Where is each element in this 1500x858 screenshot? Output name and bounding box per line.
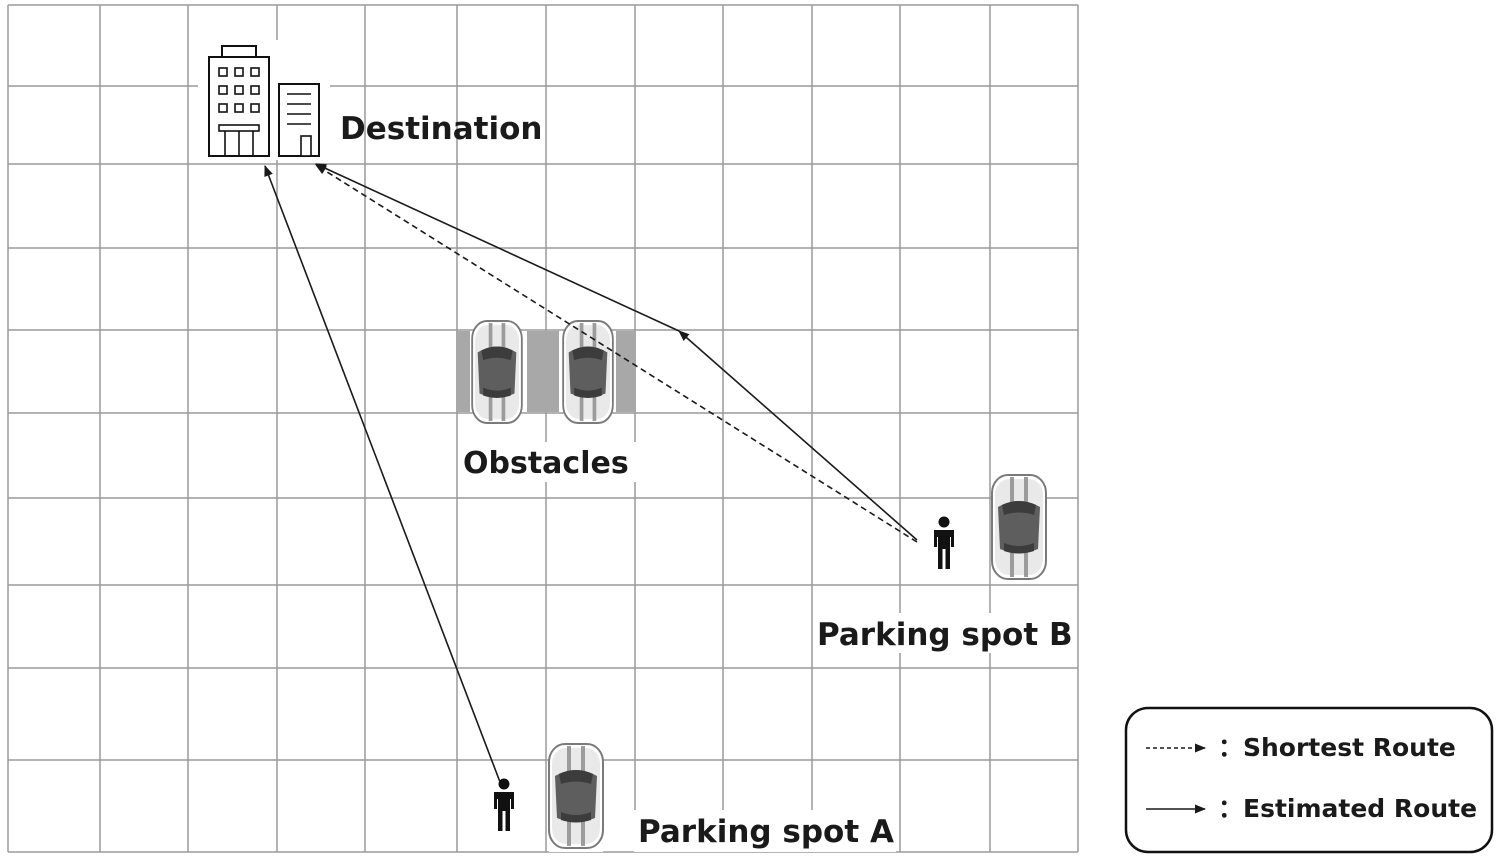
parking-spot-b-label: Parking spot B [817, 617, 1073, 653]
parking-spot-b [934, 474, 1047, 580]
obstacles [456, 320, 636, 424]
car-icon [562, 320, 614, 424]
parking-spot-a-label: Parking spot A [638, 814, 894, 850]
parking-spot-a [494, 742, 604, 852]
car-icon [471, 320, 523, 424]
routes [264, 163, 918, 783]
building-icon [198, 40, 330, 160]
destination-label: Destination [340, 111, 542, 147]
estimated-route-b-leg1 [678, 330, 918, 541]
obstacles-label: Obstacles [463, 446, 629, 481]
legend: ：Shortest Route ：Estimated Route [1124, 706, 1494, 854]
car-icon [548, 743, 604, 849]
grid [7, 4, 1079, 853]
person-icon [934, 516, 954, 569]
legend-estimated-label: ：Estimated Route [1218, 794, 1477, 823]
shortest-route-b [315, 164, 918, 543]
legend-shortest-label: ：Shortest Route [1218, 733, 1456, 762]
estimated-route-b-leg2 [314, 163, 680, 332]
car-icon [991, 474, 1047, 580]
estimated-route-a [264, 164, 501, 783]
person-icon [494, 778, 514, 831]
